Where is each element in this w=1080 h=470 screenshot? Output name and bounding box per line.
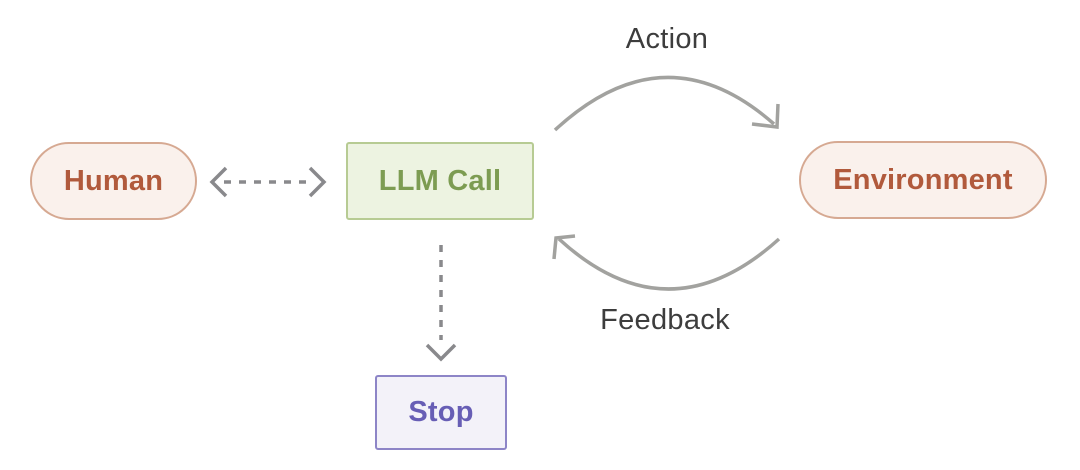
llm-stop-dashed-arrow: [425, 245, 457, 362]
action-arrow: [553, 75, 780, 132]
stop-node-label: Stop: [408, 396, 474, 428]
environment-node-label: Environment: [833, 163, 1013, 196]
human-llm-dashed-arrow: [209, 166, 327, 198]
llm-call-node: LLM Call: [346, 142, 534, 220]
environment-node: Environment: [799, 141, 1047, 219]
human-node: Human: [30, 142, 197, 220]
llm-call-node-label: LLM Call: [378, 164, 502, 197]
feedback-arrow: [552, 234, 781, 291]
stop-node: Stop: [375, 375, 507, 450]
feedback-edge-label: Feedback: [600, 304, 730, 336]
human-node-label: Human: [63, 164, 164, 197]
action-edge-label: Action: [625, 23, 709, 55]
